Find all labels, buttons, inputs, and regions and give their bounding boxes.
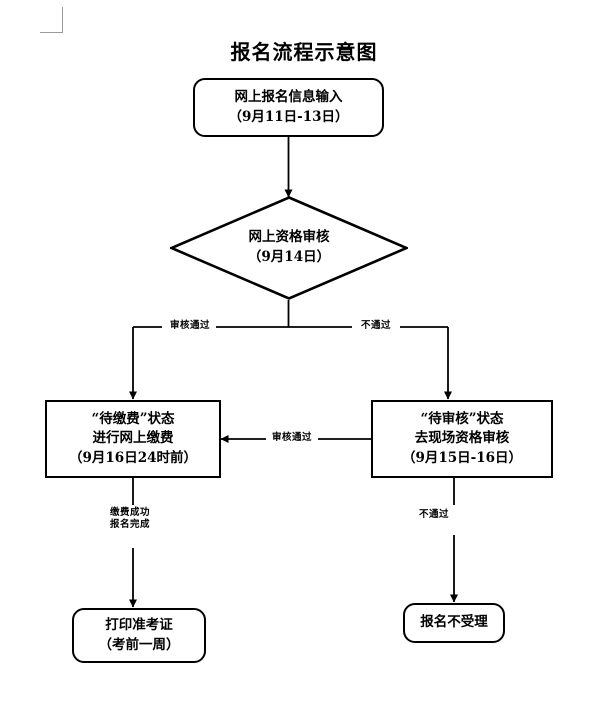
node-pending-payment-status[interactable]: “待缴费”状态 进行网上缴费 （9月16日24时前） [45,400,221,478]
node-line: 网上报名信息输入 [234,88,343,105]
diamond-label: 网上资格审核 （9月14日） [170,196,408,300]
node-online-qualification-review[interactable]: 网上资格审核 （9月14日） [170,196,408,300]
node-line: （9月14日） [247,249,331,265]
edge-label-review-pass: 审核通过 [164,320,216,333]
node-line: 报名不受理 [420,614,488,631]
page-title: 报名流程示意图 [230,40,378,64]
node-line: 进行网上缴费 [92,430,174,447]
node-line: 打印准考证 [105,616,173,633]
edge-label-line: 报名完成 [109,519,150,531]
diamond-shape [170,196,408,300]
edge-label-onsite-fail: 不通过 [414,509,454,522]
node-print-admission-ticket[interactable]: 打印准考证 （考前一周） [72,608,206,663]
node-line: （9月15日-16日） [401,449,523,466]
node-online-registration-input[interactable]: 网上报名信息输入 （9月11日-13日） [193,78,384,137]
edge-label-review-fail: 不通过 [354,320,398,333]
node-registration-rejected[interactable]: 报名不受理 [403,603,505,643]
page-margin-corner-icon [40,7,63,33]
edge-label-onsite-pass: 审核通过 [268,432,316,445]
edge-label-line: 缴费成功 [109,507,150,518]
node-pending-review-status[interactable]: “待审核”状态 去现场资格审核 （9月15日-16日） [371,400,553,478]
node-line: 网上资格审核 [248,229,330,246]
node-line: （考前一周） [98,636,180,653]
node-line: “待审核”状态 [420,410,504,427]
node-line: “待缴费”状态 [91,410,175,427]
node-line: （9月11日-13日） [228,108,349,125]
node-line: （9月16日24时前） [69,449,197,466]
edge-label-payment-success: 缴费成功 报名完成 [98,507,162,532]
node-line: 去现场资格审核 [414,430,510,447]
